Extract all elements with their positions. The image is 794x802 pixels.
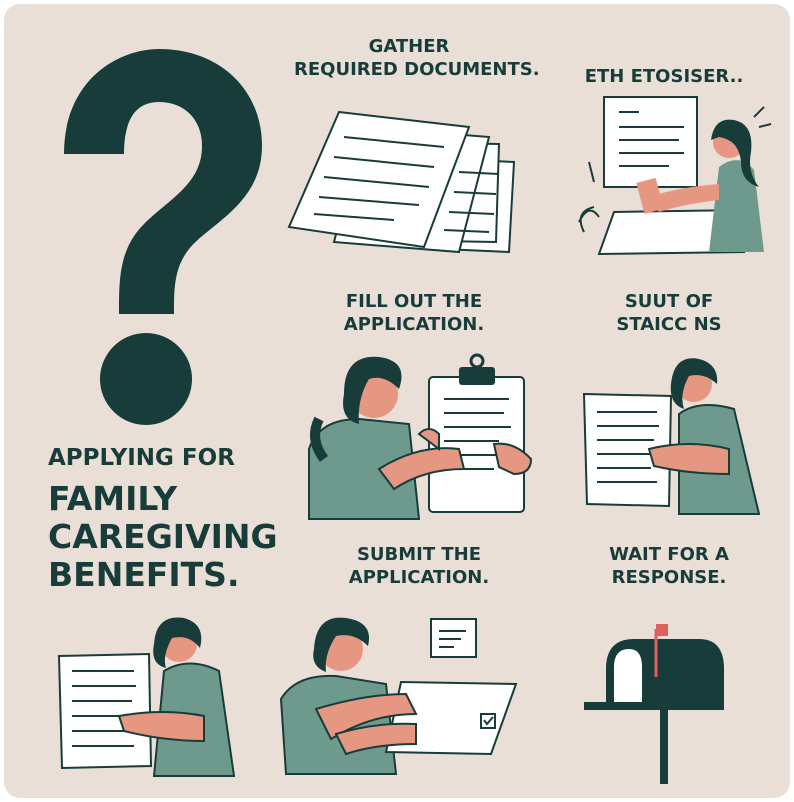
title-line-1: APPLYING FOR: [48, 445, 235, 471]
step-6-line-1: WAIT FOR A: [609, 544, 729, 565]
person-with-paper-illustration: [582, 358, 761, 515]
checkbox-icon: [480, 713, 496, 729]
step-4-line-1: SUUT OF: [624, 291, 714, 312]
infographic-card: APPLYING FOR FAMILY CAREGIVING BENEFITS.…: [4, 4, 790, 798]
step-5-caption: SUBMIT THE APPLICATION.: [309, 544, 529, 589]
document-stack-icon: [287, 110, 516, 254]
step-1-line-1: GATHER: [368, 36, 450, 57]
step-3-caption: FILL OUT THE APPLICATION.: [304, 291, 524, 336]
step-5-line-2: APPLICATION.: [348, 566, 490, 588]
person-submitting-illustration: [279, 617, 518, 775]
step-1-caption: GATHER REQUIRED DOCUMENTS.: [294, 36, 540, 81]
step-3-line-2: APPLICATION.: [343, 313, 485, 335]
question-mark-icon: [64, 49, 262, 425]
step-1-line-2: REQUIRED DOCUMENTS.: [294, 58, 540, 80]
person-with-documents-illustration: [578, 96, 772, 256]
step-3-line-1: FILL OUT THE: [345, 291, 483, 312]
mailbox-icon: [584, 624, 724, 784]
step-4-caption: SUUT OF STAICC NS: [579, 291, 759, 336]
title-line-3: CAREGIVING: [48, 516, 278, 556]
clipboard-icon: [428, 353, 525, 513]
step-2-line-1: ETH ETOSISER..: [584, 66, 744, 87]
person-reading-document-illustration: [57, 617, 236, 777]
step-2-caption: ETH ETOSISER..: [564, 66, 764, 89]
title-line-2: FAMILY: [48, 479, 178, 518]
person-with-clipboard-illustration: [308, 353, 533, 520]
step-5-line-1: SUBMIT THE: [356, 544, 482, 565]
step-6-line-2: RESPONSE.: [611, 566, 727, 588]
step-6-caption: WAIT FOR A RESPONSE.: [579, 544, 759, 589]
title-line-4: BENEFITS.: [48, 554, 240, 594]
title-block: FAMILY CAREGIVING BENEFITS.: [48, 480, 278, 594]
step-4-line-2: STAICC NS: [616, 313, 722, 335]
